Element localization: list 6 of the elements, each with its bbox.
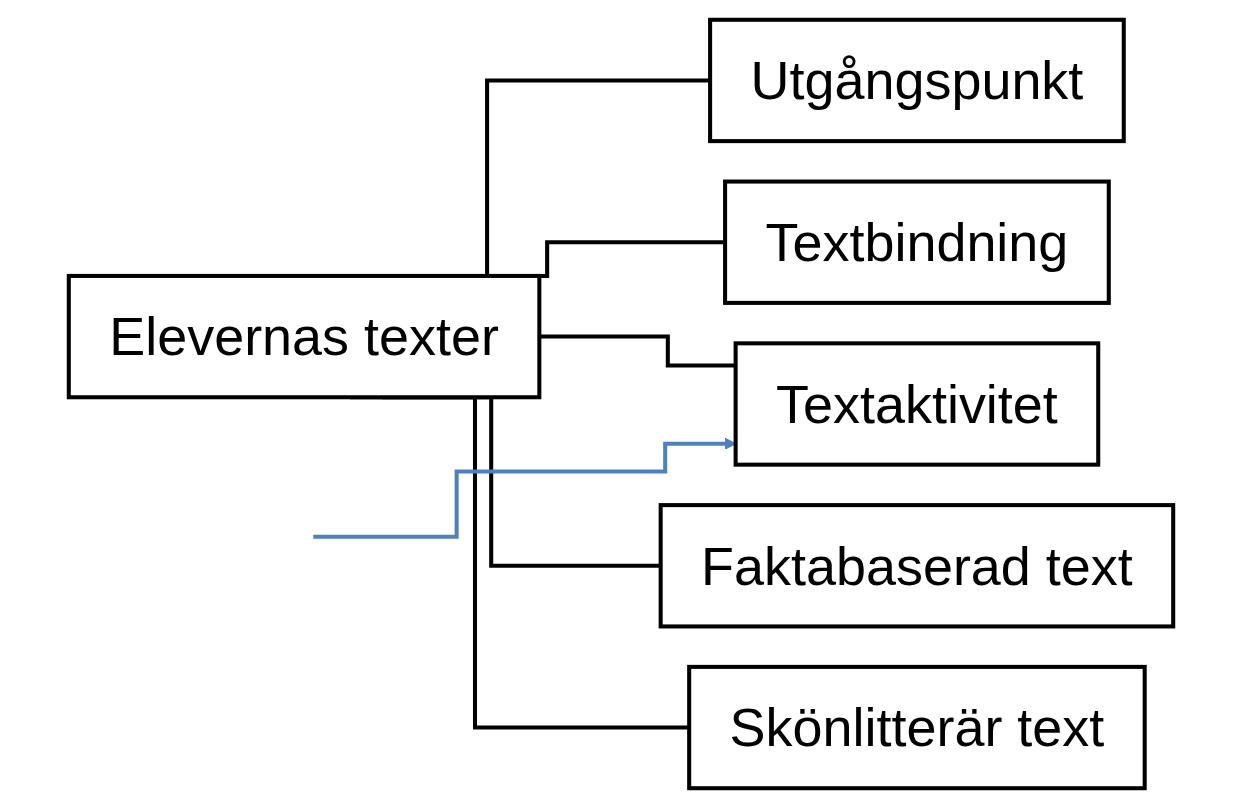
node-box: Utgångspunkt [708,17,1126,144]
node-box: Faktabaserad text [658,503,1176,629]
node-box: Textbindning [723,179,1111,305]
node-box: Textaktivitet [733,341,1101,467]
node-box: Skönlitterär text [687,664,1147,791]
node-box: Elevernas texter [66,273,542,400]
